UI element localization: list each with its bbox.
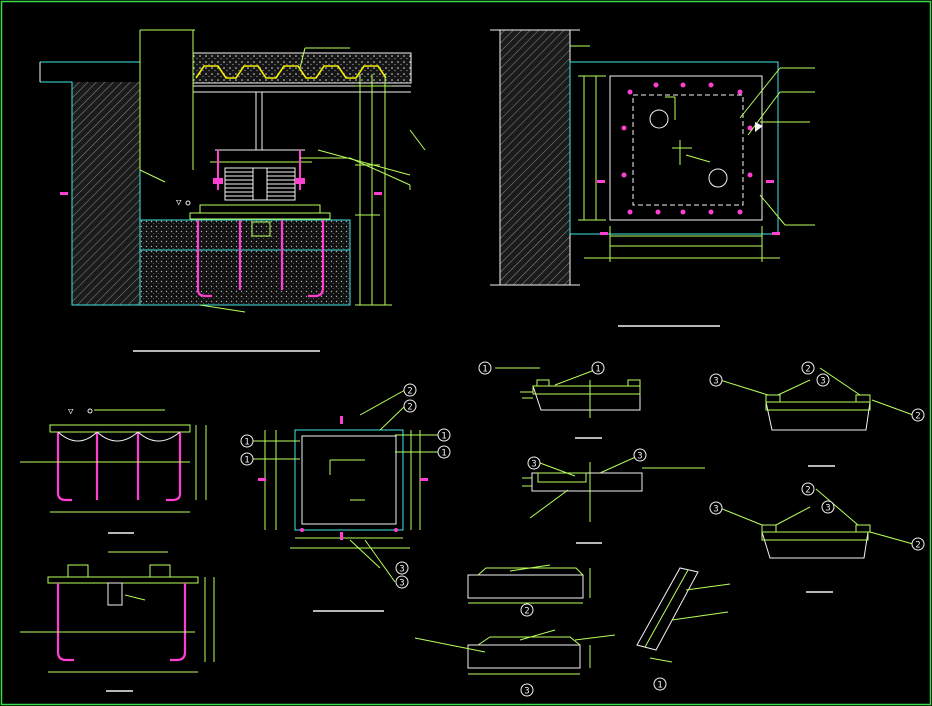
callout-bubbles: 2 2 1 1 1 1 3 3 xyxy=(240,361,925,697)
svg-text:3: 3 xyxy=(825,504,830,514)
svg-text:2: 2 xyxy=(805,365,810,375)
svg-text:3: 3 xyxy=(531,460,536,470)
svg-text:3: 3 xyxy=(399,565,404,575)
svg-text:2: 2 xyxy=(407,387,412,397)
callout-3c: 3 xyxy=(709,373,723,387)
callout-2d: 2 xyxy=(911,408,925,422)
callout-3f: 3 xyxy=(633,448,647,462)
callout-2-part-label: 2 xyxy=(520,603,534,617)
detail-column-base-elevation: ▽ xyxy=(39,29,426,352)
detail-part-3 xyxy=(414,629,616,675)
callout-1a: 1 xyxy=(240,434,254,448)
callout-3d: 3 xyxy=(816,373,830,387)
svg-text:2: 2 xyxy=(915,412,920,422)
svg-text:3: 3 xyxy=(820,377,825,387)
svg-text:2: 2 xyxy=(805,486,810,496)
callout-3b: 3 xyxy=(395,575,409,589)
svg-text:1: 1 xyxy=(244,456,249,466)
callout-1e: 1 xyxy=(478,361,492,375)
detail-part-2 xyxy=(467,564,591,604)
svg-text:3: 3 xyxy=(637,452,642,462)
callout-1d: 1 xyxy=(437,445,451,459)
callout-1b: 1 xyxy=(240,452,254,466)
svg-text:1: 1 xyxy=(441,432,446,442)
detail-plate-plan-callouts xyxy=(245,389,440,612)
detail-embedded-plate-plan xyxy=(490,29,815,327)
callout-2b: 2 xyxy=(403,399,417,413)
svg-text:3: 3 xyxy=(713,377,718,387)
callout-3a: 3 xyxy=(395,561,409,575)
callout-3-part-label: 3 xyxy=(520,683,534,697)
callout-1f: 1 xyxy=(591,361,605,375)
detail-plate-section xyxy=(20,551,215,692)
callout-1c: 1 xyxy=(437,428,451,442)
svg-text:3: 3 xyxy=(399,579,404,589)
detail-weld-section-1 xyxy=(495,367,641,439)
callout-3g: 3 xyxy=(709,501,723,515)
svg-text:1: 1 xyxy=(482,365,487,375)
svg-text:2: 2 xyxy=(915,541,920,551)
callout-3h: 3 xyxy=(821,500,835,514)
callout-2a: 2 xyxy=(403,383,417,397)
callout-3e: 3 xyxy=(527,456,541,470)
callout-1-part-label: 1 xyxy=(653,677,667,691)
detail-weld-section-2 xyxy=(719,367,914,467)
svg-text:3: 3 xyxy=(713,505,718,515)
svg-text:▽: ▽ xyxy=(176,198,182,208)
detail-weld-section-4 xyxy=(719,488,914,593)
detail-weld-section-3 xyxy=(522,454,705,544)
svg-text:1: 1 xyxy=(244,438,249,448)
svg-text:1: 1 xyxy=(441,449,446,459)
svg-text:1: 1 xyxy=(595,365,600,375)
callout-2f: 2 xyxy=(911,537,925,551)
svg-text:1: 1 xyxy=(657,681,662,691)
callout-2e: 2 xyxy=(801,482,815,496)
callout-2c: 2 xyxy=(801,361,815,375)
svg-text:2: 2 xyxy=(407,403,412,413)
detail-part-1 xyxy=(636,567,731,663)
detail-anchor-bars: ▽ xyxy=(20,407,207,534)
svg-text:2: 2 xyxy=(524,607,529,617)
svg-text:▽: ▽ xyxy=(68,407,74,417)
svg-text:3: 3 xyxy=(524,687,529,697)
